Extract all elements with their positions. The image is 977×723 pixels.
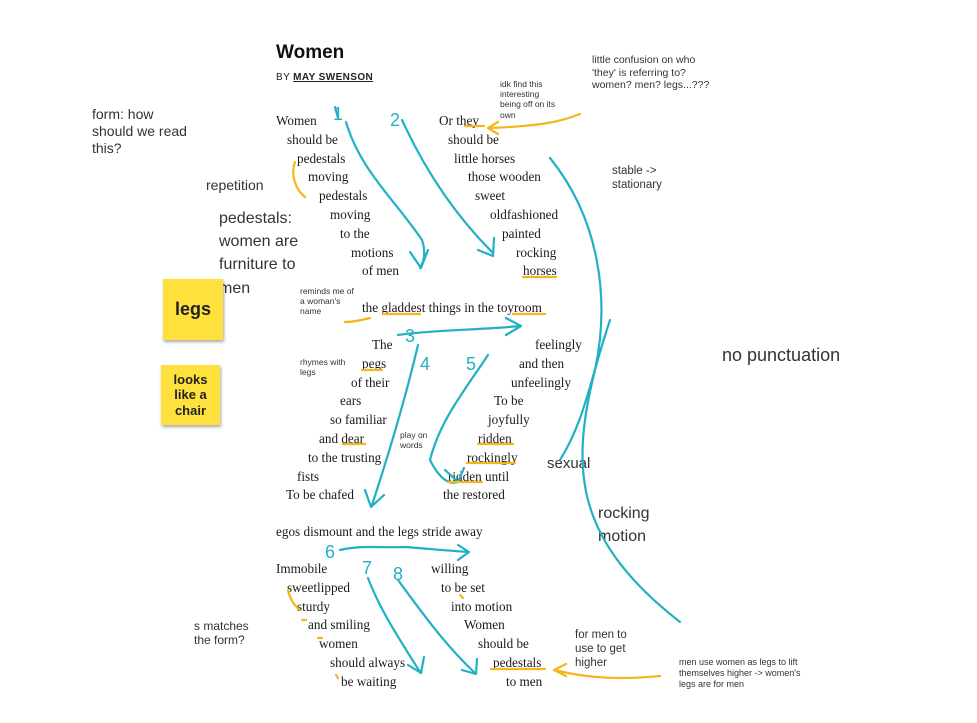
poem-line: women: [319, 636, 358, 652]
poem-line: moving: [308, 169, 349, 185]
bracket-repetition: [292, 160, 307, 199]
ink-number-6: 6: [325, 542, 335, 562]
annotation-men-use: men use women as legs to lift themselves…: [679, 657, 801, 689]
byline-prefix: BY: [276, 72, 290, 83]
mark-number-1-tick: [333, 105, 340, 120]
rocking-curve: [548, 156, 682, 624]
poem-line: Immobile: [276, 561, 328, 576]
poem-line: Women: [276, 113, 317, 128]
poem-line: should be: [478, 636, 529, 652]
annotation-no-punctuation: no punctuation: [722, 345, 841, 365]
poem-line: should be: [448, 131, 499, 147]
author-link[interactable]: MAY SWENSON: [293, 72, 374, 83]
poem-line: those wooden: [468, 169, 541, 185]
poem-line: of men: [362, 263, 399, 279]
ink-number-3: 3: [405, 326, 415, 346]
poem-line: feelingly: [535, 337, 582, 352]
annotation-idk: idk find this interesting being off on i…: [500, 79, 556, 120]
annotation-stable: stable -> stationary: [612, 165, 662, 191]
sticky-note-chair[interactable]: looks like a chair: [161, 365, 220, 425]
arrow-3: [396, 316, 523, 337]
poem-line: sturdy: [297, 598, 330, 614]
annotation-play-on-words: play on words: [400, 430, 428, 451]
annotation-confusion: little confusion on who 'they' is referr…: [592, 54, 710, 92]
arrow-6: [338, 543, 471, 562]
poem-line: and dear: [319, 431, 365, 446]
poem-line: willing: [431, 561, 469, 576]
tick-set: [458, 593, 465, 600]
poem-line: into motion: [451, 598, 513, 614]
ink-number-4: 4: [420, 354, 430, 374]
poem-line: pegs: [362, 355, 387, 371]
poem-line: to the: [340, 225, 370, 241]
annotation-reminds: reminds me of a woman's name: [300, 286, 354, 317]
poem-line: oldfashioned: [490, 207, 559, 222]
poem-line: and smiling: [308, 617, 370, 633]
annotation-for-men: for men to use to get higher: [575, 629, 627, 669]
poem-line: rockingly: [467, 449, 518, 465]
annotation-sexual: sexual: [547, 455, 591, 472]
poem-line: ridden: [478, 431, 512, 446]
poem-line: pedestals: [297, 150, 346, 166]
sticky-note-legs[interactable]: legs: [163, 279, 223, 340]
ink-number-1: 1: [333, 104, 343, 124]
poem-line: To be chafed: [286, 487, 354, 503]
annotation-s-matches: s matches the form?: [194, 619, 249, 648]
poem-line: little horses: [454, 150, 516, 166]
annotation-repetition: repetition: [206, 177, 264, 193]
poem-line-center: egos dismount and the legs stride away: [276, 524, 483, 539]
poem-line: painted: [502, 225, 541, 241]
poem-line: should be: [287, 131, 338, 147]
poem-line: should always: [330, 655, 406, 670]
poem-line: and then: [519, 355, 565, 371]
poem-line: fists: [297, 468, 319, 484]
poem-line: Women: [464, 617, 505, 633]
poem-line: to men: [506, 673, 543, 689]
poem-line: so familiar: [330, 412, 387, 428]
poem-line: motions: [351, 244, 394, 260]
tick-always: [334, 673, 340, 680]
poem-line: pedestals: [493, 655, 542, 670]
poem-line-center: the gladdest things in the toyroom: [362, 300, 542, 315]
poem-line: ridden until: [448, 468, 510, 484]
poem-line: horses: [523, 263, 557, 279]
ink-number-8: 8: [393, 564, 403, 584]
poem-line: To be: [494, 393, 524, 409]
ink-number-5: 5: [466, 354, 476, 374]
ink-number-7: 7: [362, 558, 372, 578]
poem-line: joyfully: [488, 412, 530, 428]
byline: BY MAY SWENSON: [276, 72, 373, 83]
annotation-rhymes: rhymes with legs: [300, 357, 346, 378]
poem-line: of their: [351, 374, 390, 390]
poem-line: The: [372, 337, 393, 352]
poem-line: sweetlipped: [287, 579, 350, 595]
poem-line: the restored: [443, 487, 505, 503]
poem-line: pedestals: [319, 188, 368, 204]
poem-line: ears: [340, 393, 362, 409]
annotation-rocking-motion: rocking motion: [598, 505, 650, 546]
poem-line: be waiting: [341, 673, 397, 689]
annotation-form: form: how should we read this?: [92, 106, 187, 156]
poem-line: to be set: [441, 579, 485, 595]
poem-line: rocking: [516, 244, 557, 260]
poem-line: Or they: [439, 113, 479, 128]
poem-line: unfeelingly: [511, 374, 572, 390]
poem-line: to the trusting: [308, 449, 382, 465]
poem-line: sweet: [475, 188, 506, 204]
annotation-pedestals: pedestals: women are furniture to men: [219, 210, 299, 297]
arrow-reminds: [343, 316, 372, 324]
poem-title: Women: [276, 42, 345, 63]
poem-line: moving: [330, 207, 371, 222]
ink-number-2: 2: [390, 110, 400, 130]
